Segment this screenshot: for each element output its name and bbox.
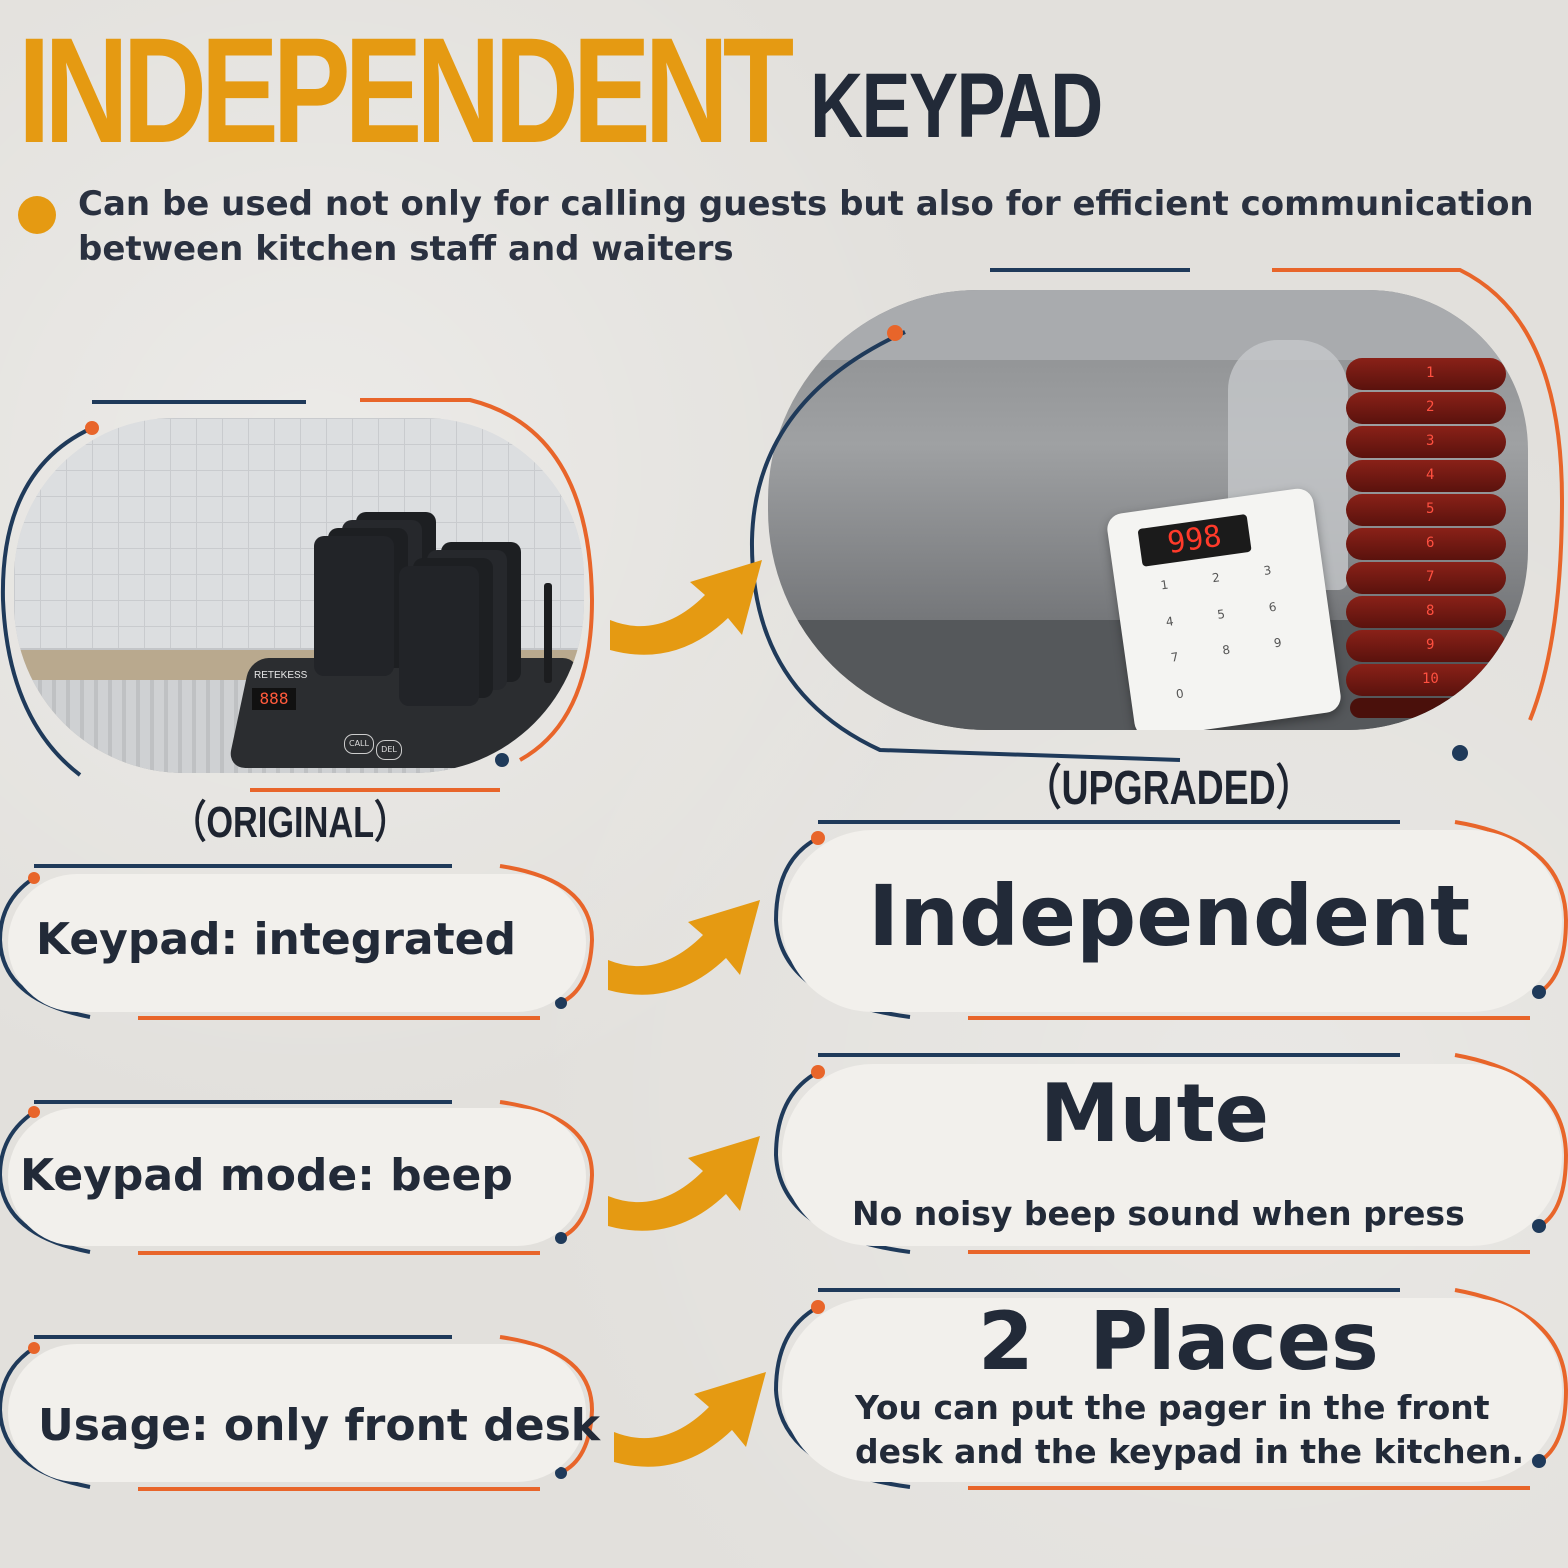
- pager-6: 6: [1346, 528, 1506, 560]
- pager-number: 3: [1426, 433, 1435, 449]
- pager-5: 5: [1346, 494, 1506, 526]
- upgraded-feature-pill-3: [782, 1298, 1562, 1482]
- pager-number: 2: [1426, 399, 1435, 415]
- original-feature-pill-3: [8, 1344, 586, 1482]
- upgraded-feature-pill-2: [782, 1064, 1562, 1246]
- upgraded-mute-subtitle: No noisy beep sound when press: [852, 1194, 1465, 1233]
- right-pill-frame-1: [773, 820, 1568, 1020]
- pager-2: 2: [1346, 392, 1506, 424]
- frame-dot-orange: [85, 421, 99, 435]
- pager-number: 9: [1426, 637, 1435, 653]
- pager-stack-right: [399, 566, 479, 706]
- antenna: [544, 583, 552, 683]
- pager-7: 7: [1346, 562, 1506, 594]
- headline: INDEPENDENT: [18, 6, 794, 174]
- original-product-photo: 888 RETEKESS CALL DEL: [14, 418, 584, 773]
- pager-9: 9: [1346, 630, 1506, 662]
- arrow-right-icon: [610, 560, 762, 655]
- pager-10: 10: [1346, 664, 1506, 696]
- pager-1: 1: [1346, 358, 1506, 390]
- pager-number: 1: [1426, 365, 1435, 381]
- frame-arc-orange: [360, 398, 595, 762]
- coaster-pager-stack: 1 2 3 4 5 6 7 8 9 10: [1346, 358, 1506, 718]
- frame-arc-orange: [1272, 268, 1565, 721]
- pager-8: 8: [1346, 596, 1506, 628]
- frame-dot-navy: [495, 753, 509, 767]
- arrow-right-icon: [608, 1136, 760, 1231]
- frame-dot-orange: [887, 325, 903, 341]
- upgraded-label: （UPGRADED）: [1024, 762, 1314, 815]
- upgraded-places-subtitle: You can put the pager in the front desk …: [855, 1388, 1524, 1471]
- pager-4: 4: [1346, 460, 1506, 492]
- original-feature-pill-2: [8, 1108, 586, 1246]
- pager-number: 5: [1426, 501, 1435, 517]
- pager-number: 7: [1426, 569, 1435, 585]
- pager-base: [1350, 698, 1502, 718]
- pager-3: 3: [1346, 426, 1506, 458]
- pager-stack-left: [314, 536, 394, 676]
- original-keypad-mode: Keypad mode: beep: [20, 1150, 513, 1201]
- upgraded-mute-title: Mute: [1040, 1067, 1270, 1160]
- frame-arc-navy: [749, 330, 1181, 762]
- upgraded-feature-pill-1: [782, 830, 1562, 1012]
- original-keypad-type: Keypad: integrated: [36, 914, 516, 965]
- upgraded-independent-title: Independent: [868, 867, 1471, 965]
- original-usage: Usage: only front desk: [38, 1400, 601, 1451]
- frame-arc-navy: [0, 426, 93, 777]
- arrow-right-icon: [614, 1372, 766, 1467]
- right-pill-frame-2: [773, 1053, 1568, 1254]
- original-feature-pill-1: [8, 874, 586, 1012]
- arrow-right-icon: [608, 900, 760, 995]
- tile-wall: [14, 418, 584, 648]
- pager-number: 6: [1426, 535, 1435, 551]
- kitchen-hood: [768, 290, 1528, 360]
- base-del-button: DEL: [376, 740, 402, 760]
- subhead: KEYPAD: [810, 55, 1103, 157]
- base-brand-label: RETEKESS: [254, 670, 308, 681]
- pager-number: 10: [1422, 671, 1439, 687]
- frame-dot-navy: [1452, 745, 1468, 761]
- base-led-display: 888: [252, 688, 296, 710]
- original-label: （ORIGINAL）: [172, 798, 409, 847]
- bullet-dot: [18, 196, 56, 234]
- upgraded-product-photo: 998 1 2 3 4 5 6 7 8 9 0 1 2 3 4 5 6 7 8 …: [768, 290, 1528, 730]
- intro-text: Can be used not only for calling guests …: [78, 184, 1534, 269]
- pager-number: 4: [1426, 467, 1435, 483]
- upgraded-places-title: 2 Places: [978, 1295, 1379, 1388]
- base-call-button: CALL: [344, 734, 374, 754]
- pager-number: 8: [1426, 603, 1435, 619]
